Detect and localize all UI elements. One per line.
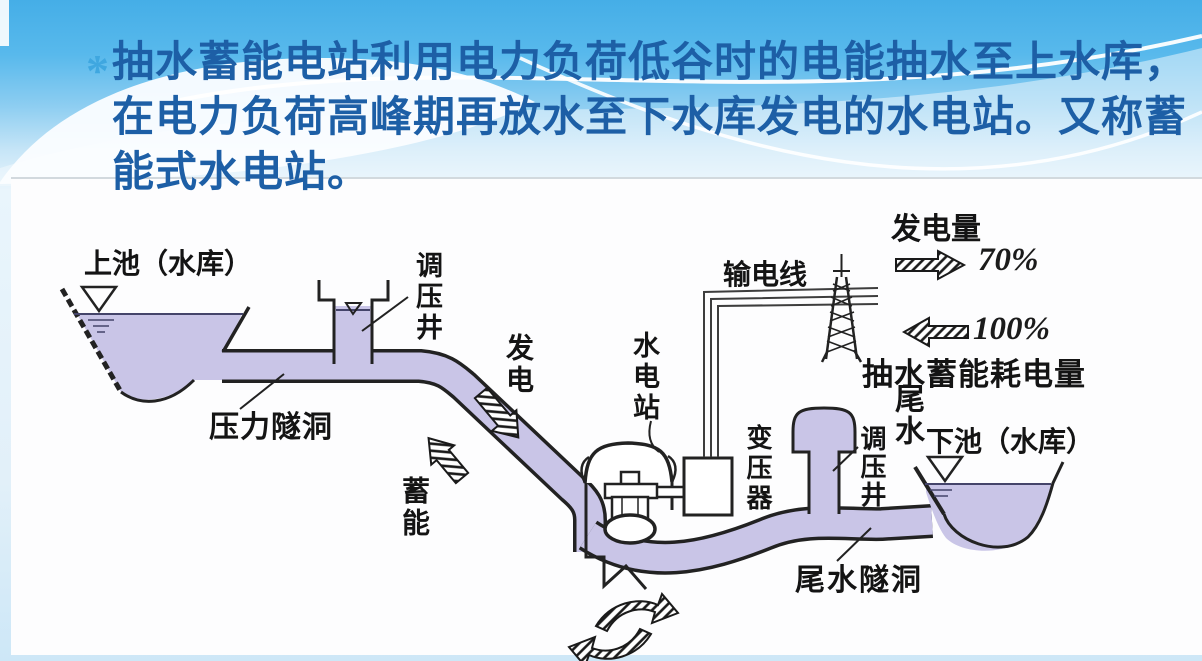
pointer-lines <box>239 296 872 562</box>
turbine-generator <box>603 470 686 545</box>
transmission-lines <box>703 287 879 457</box>
store-label: 蓄能 <box>399 476 430 540</box>
dome-left-curl <box>580 455 590 484</box>
surge-upper-pointer <box>361 296 409 332</box>
lower-reservoir-label: 下池（水库） <box>926 426 1095 457</box>
tailwater-label: 尾水 <box>890 383 923 447</box>
generate-flow-arrow-icon <box>473 386 520 439</box>
lower-level-triangle-icon <box>925 455 965 484</box>
tailrace-tunnel <box>578 504 934 575</box>
wave-line-2 <box>519 56 1202 171</box>
tailrace-tunnel-label: 尾水隧洞 <box>795 564 923 597</box>
surge-shaft-upper-right-wall <box>370 280 390 364</box>
upper-water-hatches <box>88 319 114 333</box>
powerhouse-left-wall <box>584 483 648 590</box>
surge-shaft-lower-structure <box>791 406 857 516</box>
turbine-runner <box>603 513 657 545</box>
pressure-tunnel-label: 压力隧洞 <box>209 411 333 444</box>
tower-antenna <box>833 254 850 277</box>
diagram-panel <box>11 177 1202 655</box>
slide-text-line-3: 能式水电站。 <box>112 150 371 196</box>
panel-background <box>11 178 1202 655</box>
wave-line-1 <box>179 34 1202 102</box>
lower-left-bank <box>913 465 946 516</box>
upper-right-bank <box>221 306 251 353</box>
slide-text-line-1: 抽水蓄能电站利用电力负荷低谷时的电能抽水至上水库， <box>112 40 1188 86</box>
generate-label: 发电 <box>503 333 534 397</box>
pumping-consumption-label: 抽水蓄能耗电量 <box>862 357 1086 392</box>
tailrace-water <box>580 507 933 572</box>
transformer-label: 变压器 <box>743 424 773 514</box>
slide-text: 抽水蓄能电站利用电力负荷低谷时的电能抽水至上水库， 在电力负荷高峰期再放水至下水… <box>112 36 1197 201</box>
generation-pct-label: 70% <box>978 242 1039 278</box>
cycle-arrow-right-icon <box>594 592 680 633</box>
surge-shaft-upper-left-wall <box>317 280 336 364</box>
pumping-left-arrow-icon <box>901 316 969 348</box>
surge-shaft-lower-label: 调压井 <box>857 425 887 509</box>
powerhouse-dome <box>583 441 674 484</box>
power-station-label: 水电站 <box>629 331 659 424</box>
surge-shaft-lower-water <box>793 408 855 516</box>
generation-amount-label: 发电量 <box>891 213 981 246</box>
upper-level-triangle-icon <box>79 285 119 314</box>
tower-base <box>820 349 863 363</box>
pumping-pct-label: 100% <box>973 311 1050 347</box>
tailrace-pointer <box>836 527 872 562</box>
slide-text-line-2: 在电力负荷高峰期再放水至下水库发电的水电站。又称蓄 <box>112 95 1188 141</box>
upper-bowl <box>120 378 196 403</box>
flow-arrows <box>427 249 969 661</box>
lower-bowl <box>942 461 1065 549</box>
transmission-tower <box>820 254 863 363</box>
store-flow-arrow-icon <box>427 436 470 485</box>
tower-braces <box>826 283 857 353</box>
upper-reservoir-label: 上池（水库） <box>84 248 253 279</box>
bullet-marker: * <box>86 45 109 96</box>
upper-left-bank <box>59 287 124 394</box>
dome-right-curl <box>667 454 677 483</box>
wire-3 <box>717 303 879 457</box>
surge-shaft-upper-triangle-icon <box>344 302 363 316</box>
transformer-box <box>682 456 734 517</box>
lower-reservoir <box>913 455 1065 551</box>
power-station-structure <box>580 441 677 590</box>
surge-shaft-upper-label: 调压井 <box>412 251 442 344</box>
pressure-tunnel-pointer <box>239 373 285 410</box>
corner-notch <box>0 0 9 46</box>
cycle-arrow-left-icon <box>567 627 653 661</box>
banner-waves <box>0 0 1202 186</box>
power-station-pointer <box>648 420 660 453</box>
transmission-line-label: 输电线 <box>723 259 808 290</box>
wire-1 <box>703 287 879 457</box>
surge-lower-pointer <box>832 446 859 472</box>
surge-shaft-upper <box>317 280 390 364</box>
wave-hill <box>0 58 535 184</box>
surge-shaft-lower-outline <box>791 406 857 514</box>
lower-water-hatches <box>930 489 952 497</box>
generation-right-arrow-icon <box>895 249 967 281</box>
wire-2 <box>710 295 879 457</box>
